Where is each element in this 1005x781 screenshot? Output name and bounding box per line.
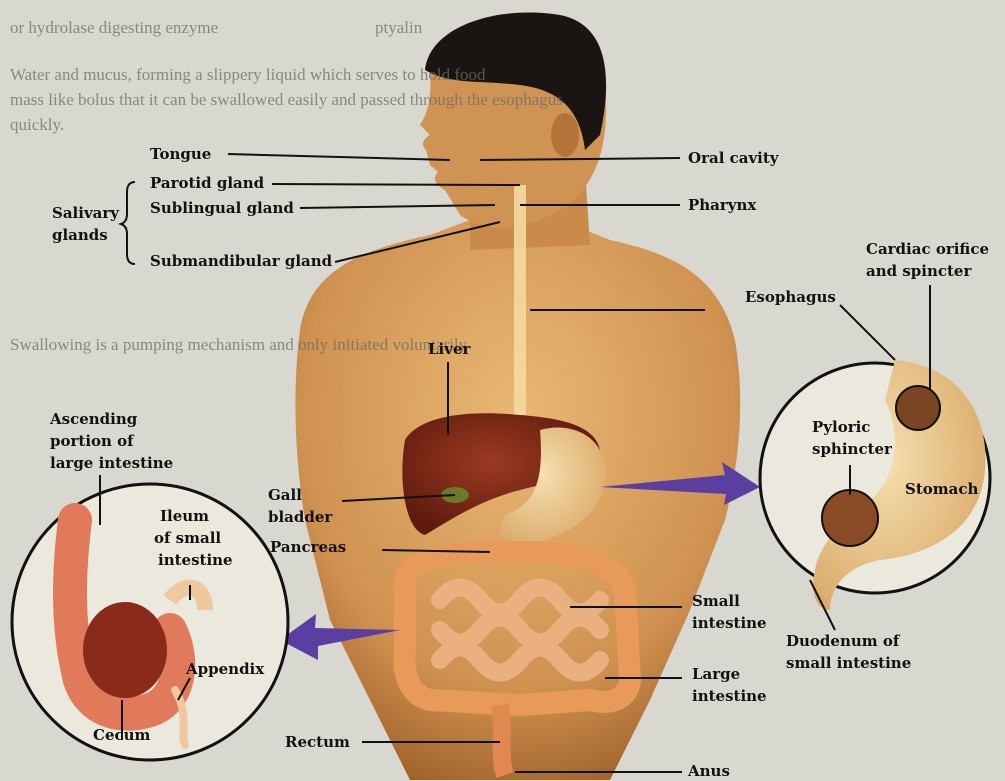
label-submandibular-gland: Submandibular gland bbox=[150, 252, 332, 271]
label-glands: glands bbox=[52, 226, 108, 245]
label-pyloric: Pyloric bbox=[812, 418, 870, 437]
label-ileum: Ileum bbox=[160, 507, 209, 526]
label-pancreas: Pancreas bbox=[270, 538, 346, 557]
label-appendix: Appendix bbox=[186, 660, 264, 679]
bg-text-line: Swallowing is a pumping mechanism and on… bbox=[10, 335, 467, 355]
esophagus-tube bbox=[514, 185, 526, 415]
label-oral-cavity: Oral cavity bbox=[688, 149, 779, 168]
label-large-intestine-asc: large intestine bbox=[50, 454, 173, 473]
label-duodenum: Duodenum of bbox=[786, 632, 899, 651]
label-ascending: Ascending bbox=[50, 410, 137, 429]
label-intestine-large: intestine bbox=[692, 687, 767, 706]
label-parotid-gland: Parotid gland bbox=[150, 174, 264, 193]
label-cecum: Cecum bbox=[93, 726, 150, 745]
label-portion-of: portion of bbox=[50, 432, 134, 451]
label-gall: Gall bbox=[268, 486, 302, 505]
bg-text-line: or hydrolase digesting enzyme bbox=[10, 18, 218, 38]
label-small: Small bbox=[692, 592, 740, 611]
label-bladder: bladder bbox=[268, 508, 332, 527]
label-esophagus: Esophagus bbox=[745, 288, 836, 307]
label-salivary: Salivary bbox=[52, 204, 119, 223]
bg-text-line: Water and mucus, forming a slippery liqu… bbox=[10, 65, 485, 85]
label-large: Large bbox=[692, 665, 740, 684]
bg-text-line: mass like bolus that it can be swallowed… bbox=[10, 90, 563, 110]
label-of-small: of small bbox=[154, 529, 221, 548]
label-small-intestine-duodenum: small intestine bbox=[786, 654, 911, 673]
cardiac-sphincter bbox=[896, 386, 940, 430]
label-rectum: Rectum bbox=[285, 733, 350, 752]
label-pharynx: Pharynx bbox=[688, 196, 756, 215]
salivary-brace bbox=[121, 182, 135, 264]
cecum-inner bbox=[83, 602, 167, 698]
label-stomach: Stomach bbox=[905, 480, 978, 499]
label-intestine-ileum: intestine bbox=[158, 551, 233, 570]
bg-text-line: quickly. bbox=[10, 115, 64, 135]
label-anus: Anus bbox=[688, 762, 730, 781]
pyloric-sphincter-ring bbox=[822, 490, 878, 546]
label-sublingual-gland: Sublingual gland bbox=[150, 199, 294, 218]
label-tongue: Tongue bbox=[150, 145, 211, 164]
label-cardiac-spincter: and spincter bbox=[866, 262, 971, 281]
label-cardiac-orifice: Cardiac orifice bbox=[866, 240, 989, 259]
bg-text-line: ptyalin bbox=[375, 18, 422, 38]
ear bbox=[551, 113, 579, 157]
label-intestine-small: intestine bbox=[692, 614, 767, 633]
label-sphincter: sphincter bbox=[812, 440, 892, 459]
label-liver: Liver bbox=[428, 340, 470, 359]
rectum bbox=[500, 705, 505, 775]
